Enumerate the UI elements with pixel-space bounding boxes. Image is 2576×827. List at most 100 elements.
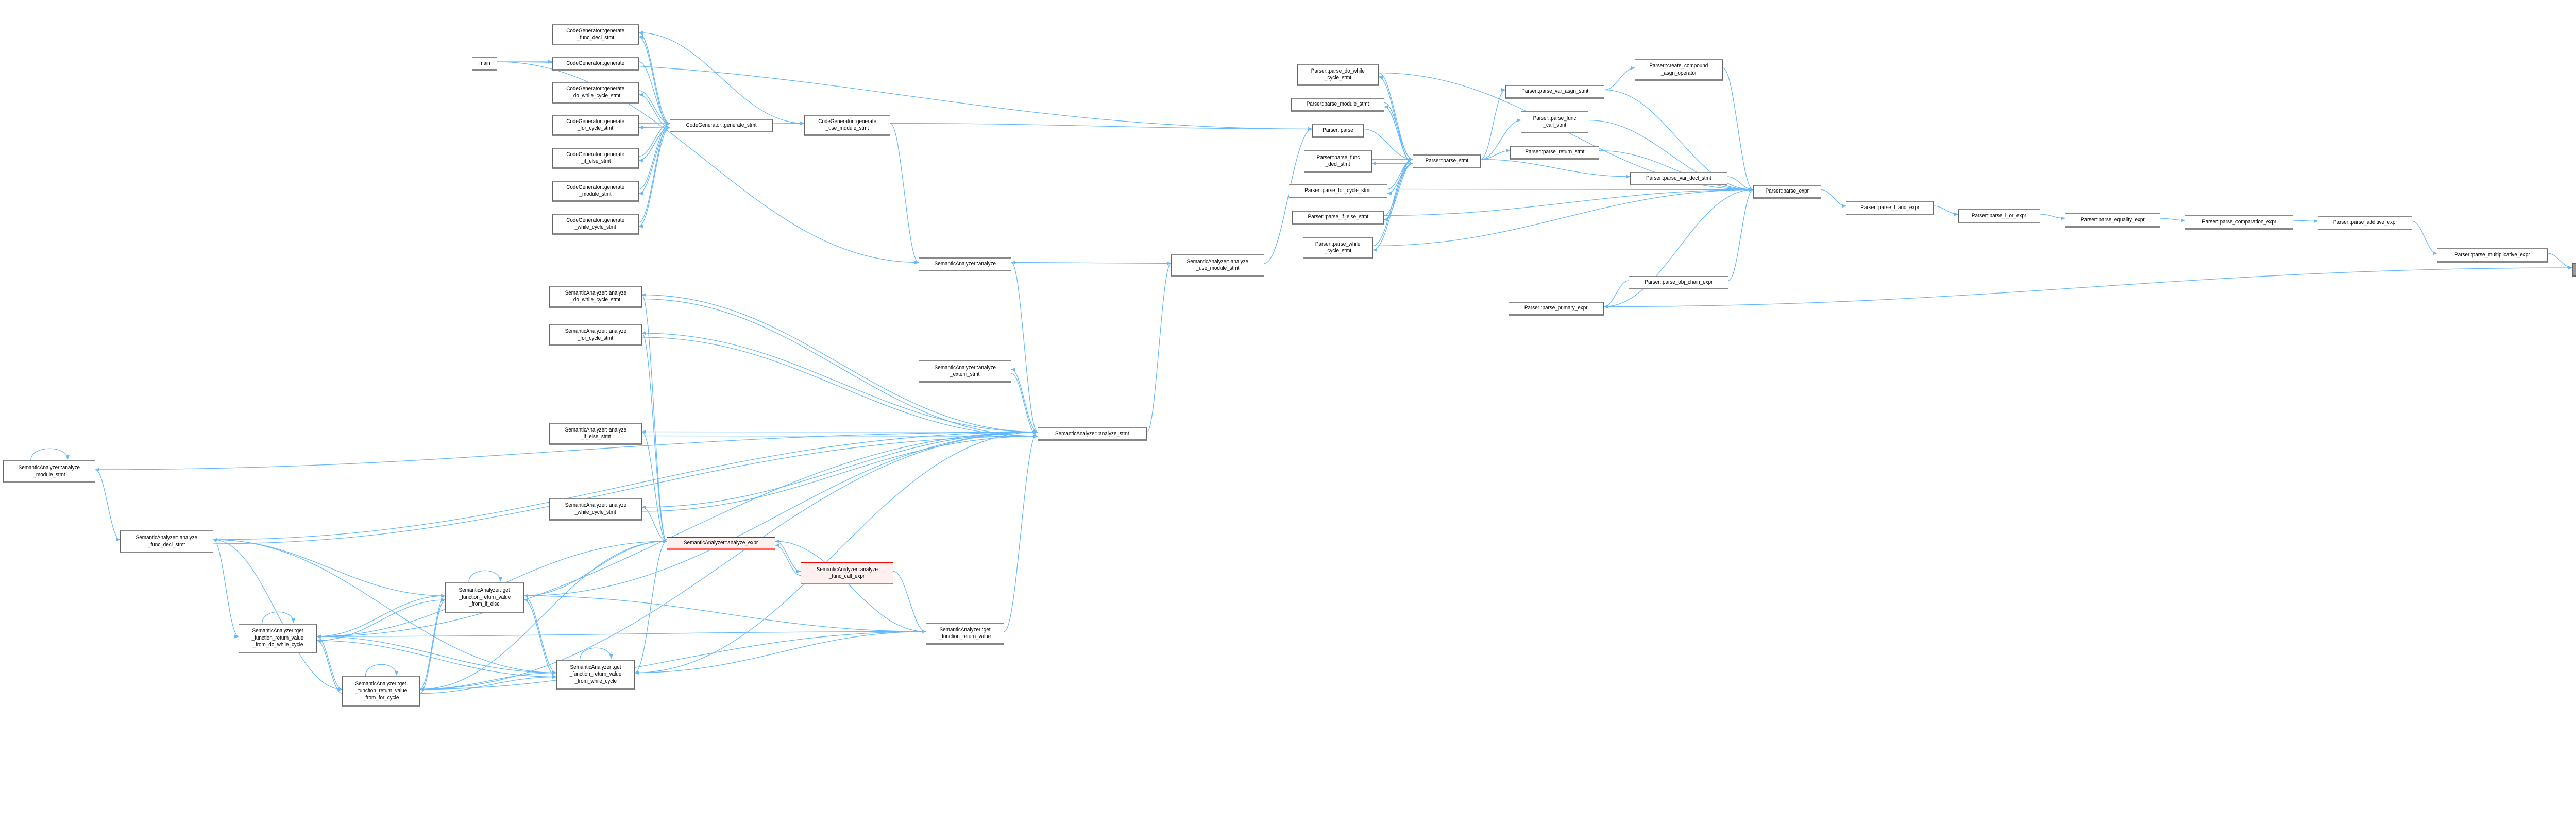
- edge-p_while-to-p_stmt: [1372, 157, 1413, 247]
- node-p-create[interactable]: Parser::create_compound_asgn_operator: [1635, 59, 1723, 81]
- node-get-if-else[interactable]: SemanticAnalyzer::get_function_return_va…: [445, 582, 524, 613]
- node-p-multiplicative[interactable]: Parser::parse_multiplicative_expr: [2437, 248, 2548, 263]
- node-label-line: Parser::parse: [1323, 127, 1353, 134]
- node-p-while[interactable]: Parser::parse_while_cycle_stmt: [1303, 237, 1373, 259]
- node-cg-module[interactable]: CodeGenerator::generate_module_stmt: [552, 181, 639, 202]
- node-label-line: Parser::parse_func: [1316, 154, 1360, 161]
- node-p-equality[interactable]: Parser::parse_equality_expr: [2065, 213, 2160, 228]
- node-p-if-else[interactable]: Parser::parse_if_else_stmt: [1292, 211, 1384, 225]
- node-cg-use-module[interactable]: CodeGenerator::generate_use_module_stmt: [804, 115, 890, 136]
- node-label-line: _if_else_stmt: [580, 158, 611, 164]
- edge-p_stmt-to-p_var_decl: [1480, 159, 1631, 179]
- node-sa-module[interactable]: SemanticAnalyzer::analyze_module_stmt: [3, 460, 95, 483]
- node-p-do-while[interactable]: Parser::parse_do_while_cycle_stmt: [1297, 64, 1379, 86]
- edge-p_l_and-to-p_l_or: [1933, 205, 1959, 216]
- node-p-comparation[interactable]: Parser::parse_comparation_expr: [2185, 215, 2293, 230]
- node-p-l-or[interactable]: Parser::parse_l_or_expr: [1958, 209, 2040, 223]
- node-sa-func-call[interactable]: SemanticAnalyzer::analyze_func_call_expr: [801, 562, 893, 584]
- node-label-line: SemanticAnalyzer::analyze: [1187, 258, 1249, 265]
- node-cg-generate[interactable]: CodeGenerator::generate: [552, 57, 639, 71]
- edge-cg_use_module-to-cg_func_decl: [638, 30, 805, 124]
- node-p-module[interactable]: Parser::parse_module_stmt: [1291, 98, 1384, 112]
- edge-get_do_while-to-get_while: [316, 636, 557, 675]
- node-sa-extern[interactable]: SemanticAnalyzer::analyze_extern_stmt: [919, 360, 1011, 383]
- edge-p_additive-to-p_multiplicative: [2412, 220, 2437, 255]
- node-label-line: CodeGenerator::generate: [818, 118, 876, 125]
- node-cg-func-decl[interactable]: CodeGenerator::generate_func_decl_stmt: [552, 24, 639, 45]
- edge-get_return-to-sa_expr: [775, 539, 926, 632]
- node-cg-for[interactable]: CodeGenerator::generate_for_cycle_stmt: [552, 115, 639, 136]
- edge-p_return-to-p_expr: [1599, 150, 1754, 192]
- edge-get_return-to-get_for: [419, 631, 926, 692]
- node-p-unary[interactable]: Parser::parse_unary_expr: [2572, 263, 2576, 277]
- edge-sa_func_decl-to-get_while: [213, 539, 557, 675]
- node-label-line: _use_module_stmt: [1196, 265, 1240, 271]
- node-label-line: CodeGenerator::generate: [566, 60, 625, 66]
- node-p-func-decl[interactable]: Parser::parse_func_decl_stmt: [1304, 150, 1372, 173]
- edge-p_do_while-to-p_stmt: [1378, 72, 1413, 162]
- node-sa-expr[interactable]: SemanticAnalyzer::analyze_expr: [667, 537, 775, 550]
- edge-p_stmt-to-p_if_else: [1383, 163, 1413, 222]
- edge-sa_do_while-to-sa_stmt: [641, 298, 1038, 438]
- node-cg-if-else[interactable]: CodeGenerator::generate_if_else_stmt: [552, 148, 639, 169]
- node-label-line: SemanticAnalyzer::analyze_stmt: [1055, 430, 1129, 437]
- node-label-line: SemanticAnalyzer::get: [459, 587, 511, 594]
- node-p-var-asgn[interactable]: Parser::parse_var_asgn_stmt: [1505, 85, 1604, 99]
- node-get-for[interactable]: SemanticAnalyzer::get_function_return_va…: [342, 676, 420, 707]
- node-sa-do-while[interactable]: SemanticAnalyzer::analyze_do_while_cycle…: [549, 286, 642, 308]
- edge-cg_stmt-to-cg_func_decl: [638, 35, 670, 128]
- node-p-obj-chain[interactable]: Parser::parse_obj_chain_expr: [1629, 276, 1728, 289]
- node-p-func-call[interactable]: Parser::parse_func_call_stmt: [1521, 111, 1588, 133]
- node-cg-do-while[interactable]: CodeGenerator::generate_do_while_cycle_s…: [552, 82, 639, 104]
- node-label-line: CodeGenerator::generate: [566, 118, 625, 125]
- node-sa-analyze[interactable]: SemanticAnalyzer::analyze: [919, 257, 1011, 271]
- node-cg-while[interactable]: CodeGenerator::generate_while_cycle_stmt: [552, 214, 639, 235]
- edge-p_create-to-p_expr: [1722, 67, 1754, 192]
- node-label-line: _asgn_operator: [1660, 70, 1697, 76]
- node-p-for[interactable]: Parser::parse_for_cycle_stmt: [1289, 184, 1387, 198]
- edge-get_do_while-to-sa_stmt: [316, 430, 1038, 637]
- node-label-line: _decl_stmt: [1326, 161, 1350, 167]
- node-sa-stmt[interactable]: SemanticAnalyzer::analyze_stmt: [1038, 427, 1147, 441]
- node-label-line: SemanticAnalyzer::analyze: [565, 502, 626, 508]
- node-label-line: _do_while_cycle_stmt: [570, 92, 621, 99]
- node-get-do-while[interactable]: SemanticAnalyzer::get_function_return_va…: [239, 624, 317, 653]
- node-p-additive[interactable]: Parser::parse_additive_expr: [2318, 216, 2412, 230]
- node-p-primary[interactable]: Parser::parse_primary_expr: [1509, 302, 1604, 316]
- node-label-line: _for_cycle_stmt: [578, 335, 614, 341]
- node-p-parse[interactable]: Parser::parse: [1312, 124, 1364, 138]
- node-p-return[interactable]: Parser::parse_return_stmt: [1510, 146, 1599, 160]
- edge-sa_while-to-sa_stmt: [641, 434, 1038, 512]
- edge-get_for-to-get_for: [365, 664, 399, 677]
- edge-get_for-to-sa_expr: [419, 539, 667, 690]
- node-p-l-and[interactable]: Parser::parse_l_and_expr: [1846, 201, 1934, 215]
- node-sa-while[interactable]: SemanticAnalyzer::analyze_while_cycle_st…: [549, 498, 642, 521]
- edge-sa_use_module-to-sa_analyze: [1011, 260, 1172, 265]
- edge-get_while-to-get_while: [579, 647, 613, 660]
- node-p-expr[interactable]: Parser::parse_expr: [1753, 185, 1821, 199]
- node-sa-use-module[interactable]: SemanticAnalyzer::analyze_use_module_stm…: [1171, 254, 1264, 277]
- node-sa-for[interactable]: SemanticAnalyzer::analyze_for_cycle_stmt: [549, 324, 642, 346]
- node-label-line: _if_else_stmt: [580, 434, 611, 440]
- node-label-line: _function_return_value: [459, 594, 511, 600]
- node-label-line: Parser::parse_var_asgn_stmt: [1521, 88, 1588, 95]
- edge-cg_func_decl-to-cg_stmt: [638, 32, 670, 126]
- edge-get_do_while-to-get_if_else: [316, 598, 446, 641]
- node-get-while[interactable]: SemanticAnalyzer::get_function_return_va…: [556, 660, 635, 690]
- node-label-line: SemanticAnalyzer::analyze: [565, 426, 626, 433]
- node-p-var-decl[interactable]: Parser::parse_var_decl_stmt: [1630, 172, 1727, 185]
- node-label-line: Parser::parse_l_and_expr: [1860, 204, 1919, 211]
- node-p-stmt[interactable]: Parser::parse_stmt: [1413, 154, 1481, 168]
- node-get-return[interactable]: SemanticAnalyzer::get_function_return_va…: [926, 623, 1004, 645]
- edge-p_stmt-to-p_module: [1384, 105, 1413, 164]
- node-sa-if-else[interactable]: SemanticAnalyzer::analyze_if_else_stmt: [549, 423, 642, 445]
- edge-cg_while-to-cg_stmt: [638, 122, 670, 223]
- node-sa-func-decl[interactable]: SemanticAnalyzer::analyze_func_decl_stmt: [120, 530, 213, 553]
- edge-sa_func_decl-to-sa_stmt: [213, 434, 1038, 544]
- node-cg-stmt[interactable]: CodeGenerator::generate_stmt: [670, 119, 773, 132]
- node-label-line: _from_do_while_cycle: [252, 642, 303, 648]
- node-label-line: _while_cycle_stmt: [574, 224, 617, 230]
- node-label-line: CodeGenerator::generate: [566, 184, 625, 191]
- node-label-line: SemanticAnalyzer::analyze_expr: [684, 539, 758, 546]
- node-main[interactable]: main: [472, 57, 497, 71]
